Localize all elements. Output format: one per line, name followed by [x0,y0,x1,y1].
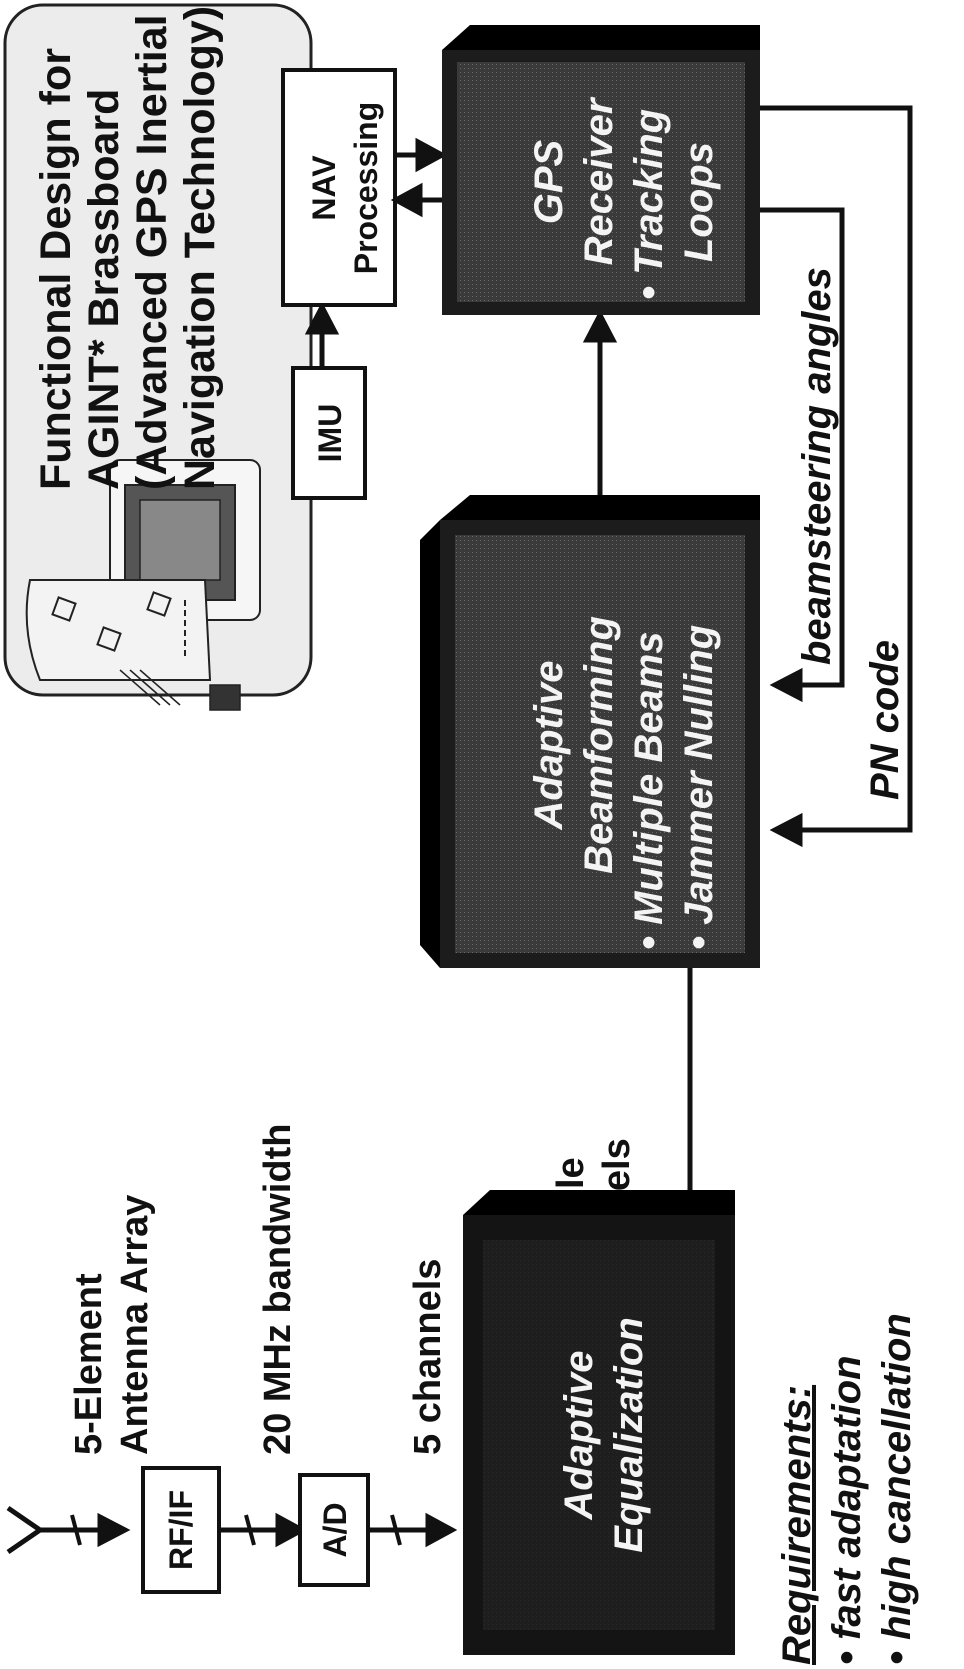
title-line-4: Navigation Technology) [176,6,224,490]
gps-line4: Loops [677,142,721,262]
beamsteering-feedback-line [760,207,845,703]
imu-label: IMU [312,404,348,463]
requirements-item1: • fast adaptation [825,1355,869,1665]
beamforming-bullet2: • Jammer Nulling [677,625,721,950]
beamforming-bullet1: • Multiple Beams [627,631,671,950]
beamforming-block: Adaptive Beamforming • Multiple Beams • … [420,495,760,968]
gps-line1: GPS [527,139,571,224]
requirements-heading: Requirements: [775,1385,819,1665]
imu-box: IMU [291,366,367,500]
ad-label: A/D [317,1502,353,1557]
nav-line2: Processing [348,102,384,275]
ad-box: A/D [298,1473,370,1587]
gps-bullet1: • Tracking [627,109,671,300]
bandwidth-label: 20 MHz bandwidth [257,1124,299,1455]
title-line-3: (Advanced GPS Inertial [128,14,176,490]
imu-to-nav-arrow [304,301,340,368]
rfif-to-ad-arrow [219,1512,308,1548]
title-panel: Functional Design for AGINT* Brassboard … [3,3,313,711]
beamsteering-label: beamsteering angles [795,267,839,665]
antenna-label-line2: Antenna Array [114,1195,156,1455]
ad-to-equalization-arrow [368,1512,458,1548]
beamforming-line2: Beamforming [577,616,621,874]
rfif-box: RF/IF [141,1466,221,1594]
nav-box: NAV Processing [281,68,397,307]
gps-line2: Receiver [577,96,621,265]
equalization-block: Adaptive Equalization [463,1190,735,1655]
five-channels-label: 5 channels [407,1259,449,1455]
antenna-label-line1: 5-Element [68,1273,110,1455]
nav-gps-arrows [390,137,448,218]
gps-block: GPS Receiver • Tracking Loops [442,25,760,315]
antenna-icon [6,1505,131,1555]
equalization-line1: Adaptive [557,1351,601,1521]
title-line-2: AGINT* Brassboard [80,89,128,490]
beamforming-to-gps-arrow [582,309,618,495]
requirements-item2: • high cancellation [875,1313,919,1665]
title-illustration [25,459,261,711]
pn-code-feedback-line [760,105,913,848]
pn-code-label: PN code [863,640,907,800]
rfif-label: RF/IF [163,1490,199,1570]
title-line-1: Functional Design for [32,48,80,490]
requirements: Requirements: • fast adaptation • high c… [775,1313,919,1665]
nav-line1: NAV [306,155,342,221]
beamforming-line1: Adaptive [527,661,571,831]
equalization-line2: Equalization [607,1317,651,1553]
